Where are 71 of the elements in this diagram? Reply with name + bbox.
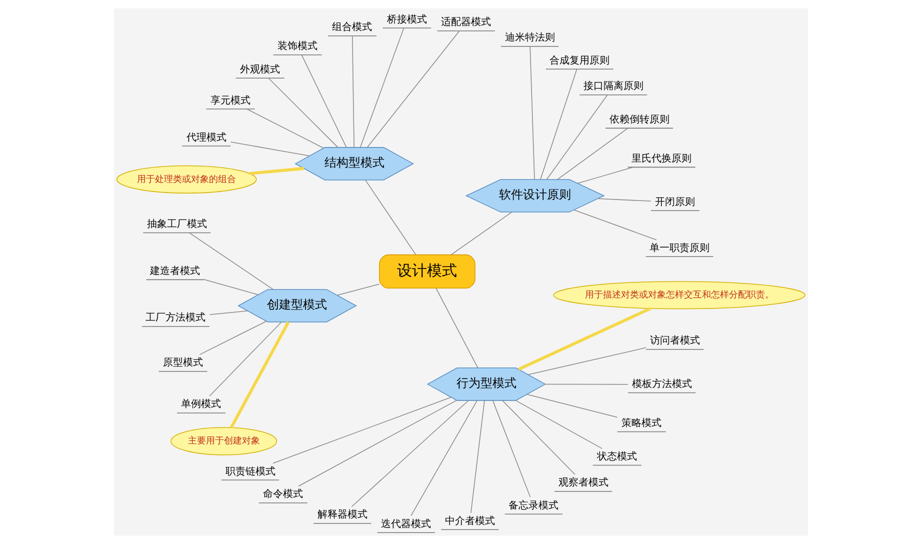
node-text: 原型模式 xyxy=(162,358,202,369)
connector xyxy=(518,307,651,371)
connector xyxy=(229,321,290,428)
connector xyxy=(208,310,248,316)
connector xyxy=(556,128,628,180)
connector xyxy=(364,180,416,256)
connector xyxy=(198,320,266,355)
connector xyxy=(526,394,618,418)
node-text: 状态模式 xyxy=(596,452,637,463)
node-text: 合成复用原则 xyxy=(549,55,610,66)
node-text: 单一职责原则 xyxy=(648,242,709,254)
node-text: 解释器模式 xyxy=(316,510,367,521)
connector xyxy=(230,142,310,156)
node-text: 组合模式 xyxy=(332,22,372,34)
node-text: 策略模式 xyxy=(621,418,662,429)
connector xyxy=(435,288,478,368)
connector xyxy=(544,384,628,385)
connector xyxy=(272,396,451,464)
node-text: 享元模式 xyxy=(210,95,250,106)
connector xyxy=(470,400,484,514)
node-text: 迭代器模式 xyxy=(380,518,431,530)
connector xyxy=(410,400,477,516)
connector xyxy=(300,54,346,148)
node-text: 中介者模式 xyxy=(444,516,494,527)
node-text: 依赖倒转原则 xyxy=(608,114,669,126)
node-ellipse: 用于处理类或对象的组合 xyxy=(116,165,256,194)
connector xyxy=(450,212,512,256)
node-text: 迪米特法则 xyxy=(504,32,554,44)
node-text: 模板方法模式 xyxy=(631,378,692,390)
node-text: 单例模式 xyxy=(180,399,221,410)
connector xyxy=(540,68,577,180)
connector xyxy=(336,284,380,296)
connector xyxy=(527,347,646,375)
node-text: 命令模式 xyxy=(262,489,303,500)
node-text: 工厂方法模式 xyxy=(145,312,206,324)
node-ellipse: 用于描述对类或对象怎样交互和怎样分配职责。 xyxy=(552,281,805,310)
connector xyxy=(203,279,258,296)
node-text: 外观模式 xyxy=(240,64,280,76)
node-text: 建造者模式 xyxy=(150,266,200,277)
connector xyxy=(248,166,304,176)
connector xyxy=(546,94,608,180)
node-text: 开闭原则 xyxy=(654,196,695,208)
connector xyxy=(352,36,354,148)
node-text: 代理模式 xyxy=(186,132,226,144)
connector xyxy=(208,321,282,397)
node-text: 适配器模式 xyxy=(440,17,491,28)
connector xyxy=(514,400,602,449)
node-text: 职责链模式 xyxy=(224,466,275,478)
connector xyxy=(573,210,656,240)
node-text: 接口隔离原则 xyxy=(582,81,643,92)
node-text: 抽象工厂模式 xyxy=(146,219,206,230)
node-text: 装饰模式 xyxy=(277,41,318,52)
connector xyxy=(577,166,633,184)
connector xyxy=(359,28,404,148)
node-box: 设计模式 xyxy=(378,254,475,289)
node-ellipse: 主要用于创建对象 xyxy=(170,427,276,456)
connector xyxy=(501,400,575,475)
node-text: 访问者模式 xyxy=(649,336,700,347)
connector xyxy=(298,400,457,486)
connector xyxy=(597,198,651,202)
connector xyxy=(268,78,338,148)
node-text: 备忘录模式 xyxy=(508,500,558,512)
node-text: 桥接模式 xyxy=(386,14,426,26)
node-text: 观察者模式 xyxy=(558,478,608,489)
connector xyxy=(529,46,534,180)
connector xyxy=(350,400,468,507)
node-text: 里氏代换原则 xyxy=(631,153,692,164)
connector xyxy=(246,108,324,148)
connector xyxy=(366,30,460,148)
connector xyxy=(188,232,274,290)
connector xyxy=(492,400,530,498)
